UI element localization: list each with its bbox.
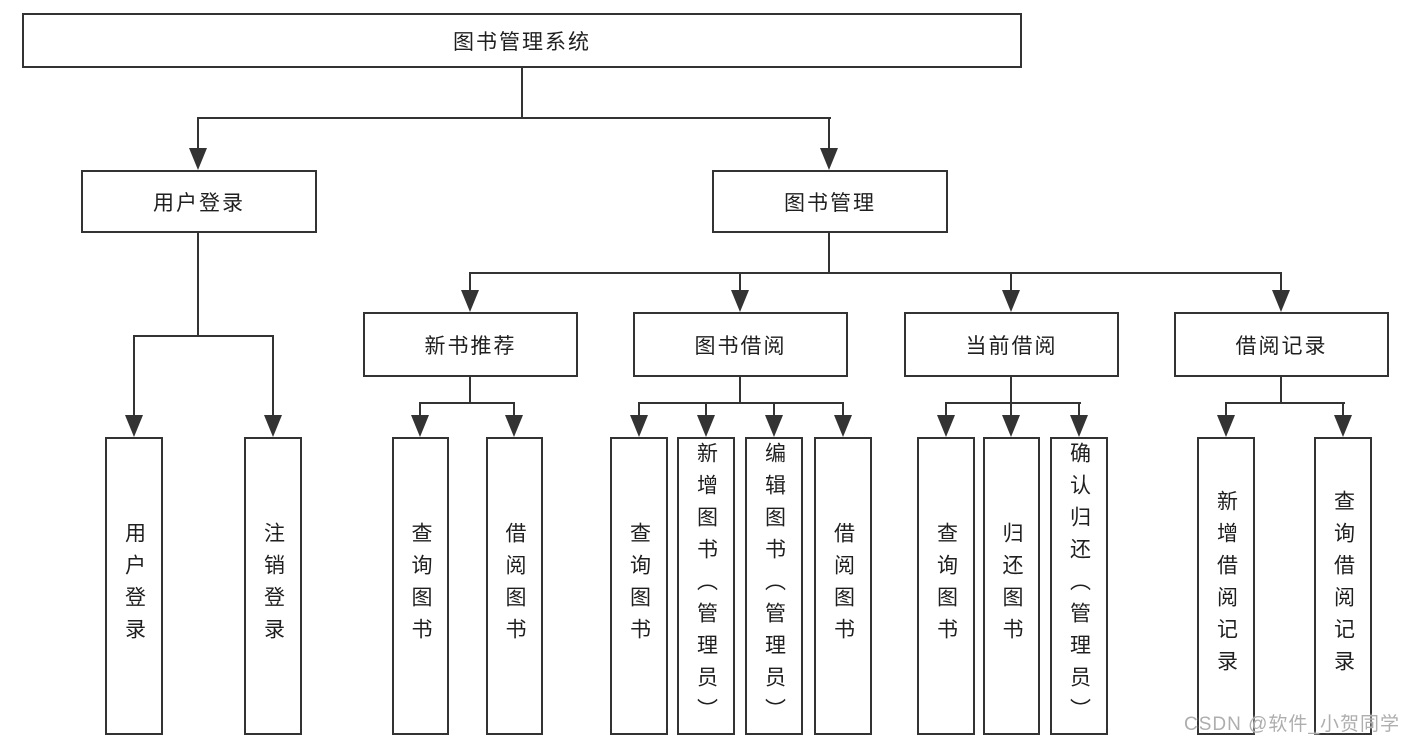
leaf-br-query-record-label: 查询借阅记录 — [1331, 490, 1355, 682]
leaf-bb-add-books: 新增图书（管理员） — [677, 437, 735, 735]
leaf-br-add-record-label: 新增借阅记录 — [1214, 490, 1238, 682]
node-book-mgmt-label: 图书管理 — [784, 191, 876, 215]
node-user-login-label: 用户登录 — [153, 191, 245, 215]
arrow-to-rec-borrow-icon — [505, 415, 523, 437]
leaf-bb-edit-books: 编辑图书（管理员） — [745, 437, 803, 735]
arrow-to-cb-confirm-icon — [1070, 415, 1088, 437]
connector-current-borrow-stem — [1010, 377, 1012, 404]
leaf-cb-return-books-label: 归还图书 — [1000, 522, 1023, 650]
connector-root-stem — [521, 68, 523, 119]
leaf-rec-query-books-label: 查询图书 — [409, 522, 432, 650]
arrow-to-bb-add-icon — [697, 415, 715, 437]
leaf-bb-query-books-label: 查询图书 — [627, 522, 651, 650]
connector-book-borrow-crossbar — [638, 402, 844, 404]
arrow-to-book-mgmt-icon — [820, 148, 838, 170]
leaf-bb-add-books-label: 新增图书（管理员） — [694, 442, 718, 730]
node-new-book-rec-label: 新书推荐 — [424, 334, 517, 358]
arrow-to-book-borrow-icon — [731, 290, 749, 312]
arrow-to-cb-query-icon — [937, 415, 955, 437]
arrow-to-leaf-logout-icon — [264, 415, 282, 437]
arrow-to-new-book-rec-icon — [461, 290, 479, 312]
csdn-watermark: CSDN @软件_小贺同学 — [1184, 714, 1400, 735]
connector-to-cb-confirm-stem — [1078, 402, 1080, 417]
arrow-to-rec-query-icon — [411, 415, 429, 437]
leaf-logout-label: 注销登录 — [261, 522, 285, 650]
node-book-mgmt: 图书管理 — [712, 170, 948, 233]
connector-to-book-borrow-stem — [739, 272, 741, 292]
connector-to-br-query-stem — [1342, 402, 1344, 417]
leaf-bb-borrow-books-label: 借阅图书 — [831, 522, 855, 650]
connector-to-rec-query-stem — [419, 402, 421, 417]
connector-to-borrow-record-stem — [1280, 272, 1282, 292]
connector-current-borrow-crossbar — [945, 402, 1081, 404]
node-current-borrow-label: 当前借阅 — [965, 334, 1058, 358]
arrow-to-br-add-icon — [1217, 415, 1235, 437]
leaf-br-query-record: 查询借阅记录 — [1314, 437, 1372, 735]
connector-to-cb-query-stem — [945, 402, 947, 417]
node-root: 图书管理系统 — [22, 13, 1022, 68]
leaf-cb-confirm-return: 确认归还（管理员） — [1050, 437, 1108, 735]
connector-to-bb-add-stem — [705, 402, 707, 417]
connector-new-book-rec-stem — [469, 377, 471, 404]
connector-to-rec-borrow-stem — [513, 402, 515, 417]
leaf-rec-borrow-books-label: 借阅图书 — [503, 522, 526, 650]
arrow-to-bb-borrow-icon — [834, 415, 852, 437]
connector-to-bb-edit-stem — [773, 402, 775, 417]
connector-to-new-book-rec-stem — [469, 272, 471, 292]
arrow-to-br-query-icon — [1334, 415, 1352, 437]
connector-borrow-record-stem — [1280, 377, 1282, 404]
connector-borrow-record-crossbar — [1225, 402, 1345, 404]
leaf-bb-borrow-books: 借阅图书 — [814, 437, 872, 735]
arrow-to-leaf-user-login-icon — [125, 415, 143, 437]
arrow-to-cb-return-icon — [1002, 415, 1020, 437]
connector-book-mgmt-crossbar — [469, 272, 1282, 274]
connector-user-login-stem — [197, 233, 199, 337]
node-user-login: 用户登录 — [81, 170, 317, 233]
leaf-bb-query-books: 查询图书 — [610, 437, 668, 735]
arrow-to-current-borrow-icon — [1002, 290, 1020, 312]
leaf-cb-confirm-return-label: 确认归还（管理员） — [1067, 442, 1091, 730]
leaf-cb-return-books: 归还图书 — [983, 437, 1040, 735]
connector-book-mgmt-stem — [828, 233, 830, 274]
node-current-borrow: 当前借阅 — [904, 312, 1119, 377]
node-root-label: 图书管理系统 — [453, 30, 591, 54]
arrow-to-user-login-icon — [189, 148, 207, 170]
connector-to-current-borrow-stem — [1010, 272, 1012, 292]
connector-to-leaf-logout-stem — [272, 335, 274, 417]
connector-new-book-rec-crossbar — [419, 402, 515, 404]
leaf-bb-edit-books-label: 编辑图书（管理员） — [762, 442, 786, 730]
connector-to-cb-return-stem — [1010, 402, 1012, 417]
leaf-logout: 注销登录 — [244, 437, 302, 735]
connector-root-crossbar — [197, 117, 831, 119]
connector-root-to-book-mgmt-stem — [828, 117, 830, 150]
arrow-to-bb-query-icon — [630, 415, 648, 437]
connector-to-leaf-user-login-stem — [133, 335, 135, 417]
node-borrow-record-label: 借阅记录 — [1235, 334, 1328, 358]
leaf-user-login: 用户登录 — [105, 437, 163, 735]
connector-book-borrow-stem — [739, 377, 741, 404]
connector-root-to-user-login-stem — [197, 117, 199, 150]
arrow-to-borrow-record-icon — [1272, 290, 1290, 312]
connector-to-br-add-stem — [1225, 402, 1227, 417]
node-new-book-rec: 新书推荐 — [363, 312, 578, 377]
node-book-borrow-label: 图书借阅 — [694, 334, 787, 358]
arrow-to-bb-edit-icon — [765, 415, 783, 437]
leaf-user-login-label: 用户登录 — [122, 522, 146, 650]
node-book-borrow: 图书借阅 — [633, 312, 848, 377]
leaf-cb-query-books-label: 查询图书 — [934, 522, 958, 650]
leaf-br-add-record: 新增借阅记录 — [1197, 437, 1255, 735]
connector-user-login-crossbar — [133, 335, 274, 337]
connector-to-bb-borrow-stem — [842, 402, 844, 417]
node-borrow-record: 借阅记录 — [1174, 312, 1389, 377]
connector-to-bb-query-stem — [638, 402, 640, 417]
leaf-rec-query-books: 查询图书 — [392, 437, 449, 735]
leaf-cb-query-books: 查询图书 — [917, 437, 975, 735]
leaf-rec-borrow-books: 借阅图书 — [486, 437, 543, 735]
